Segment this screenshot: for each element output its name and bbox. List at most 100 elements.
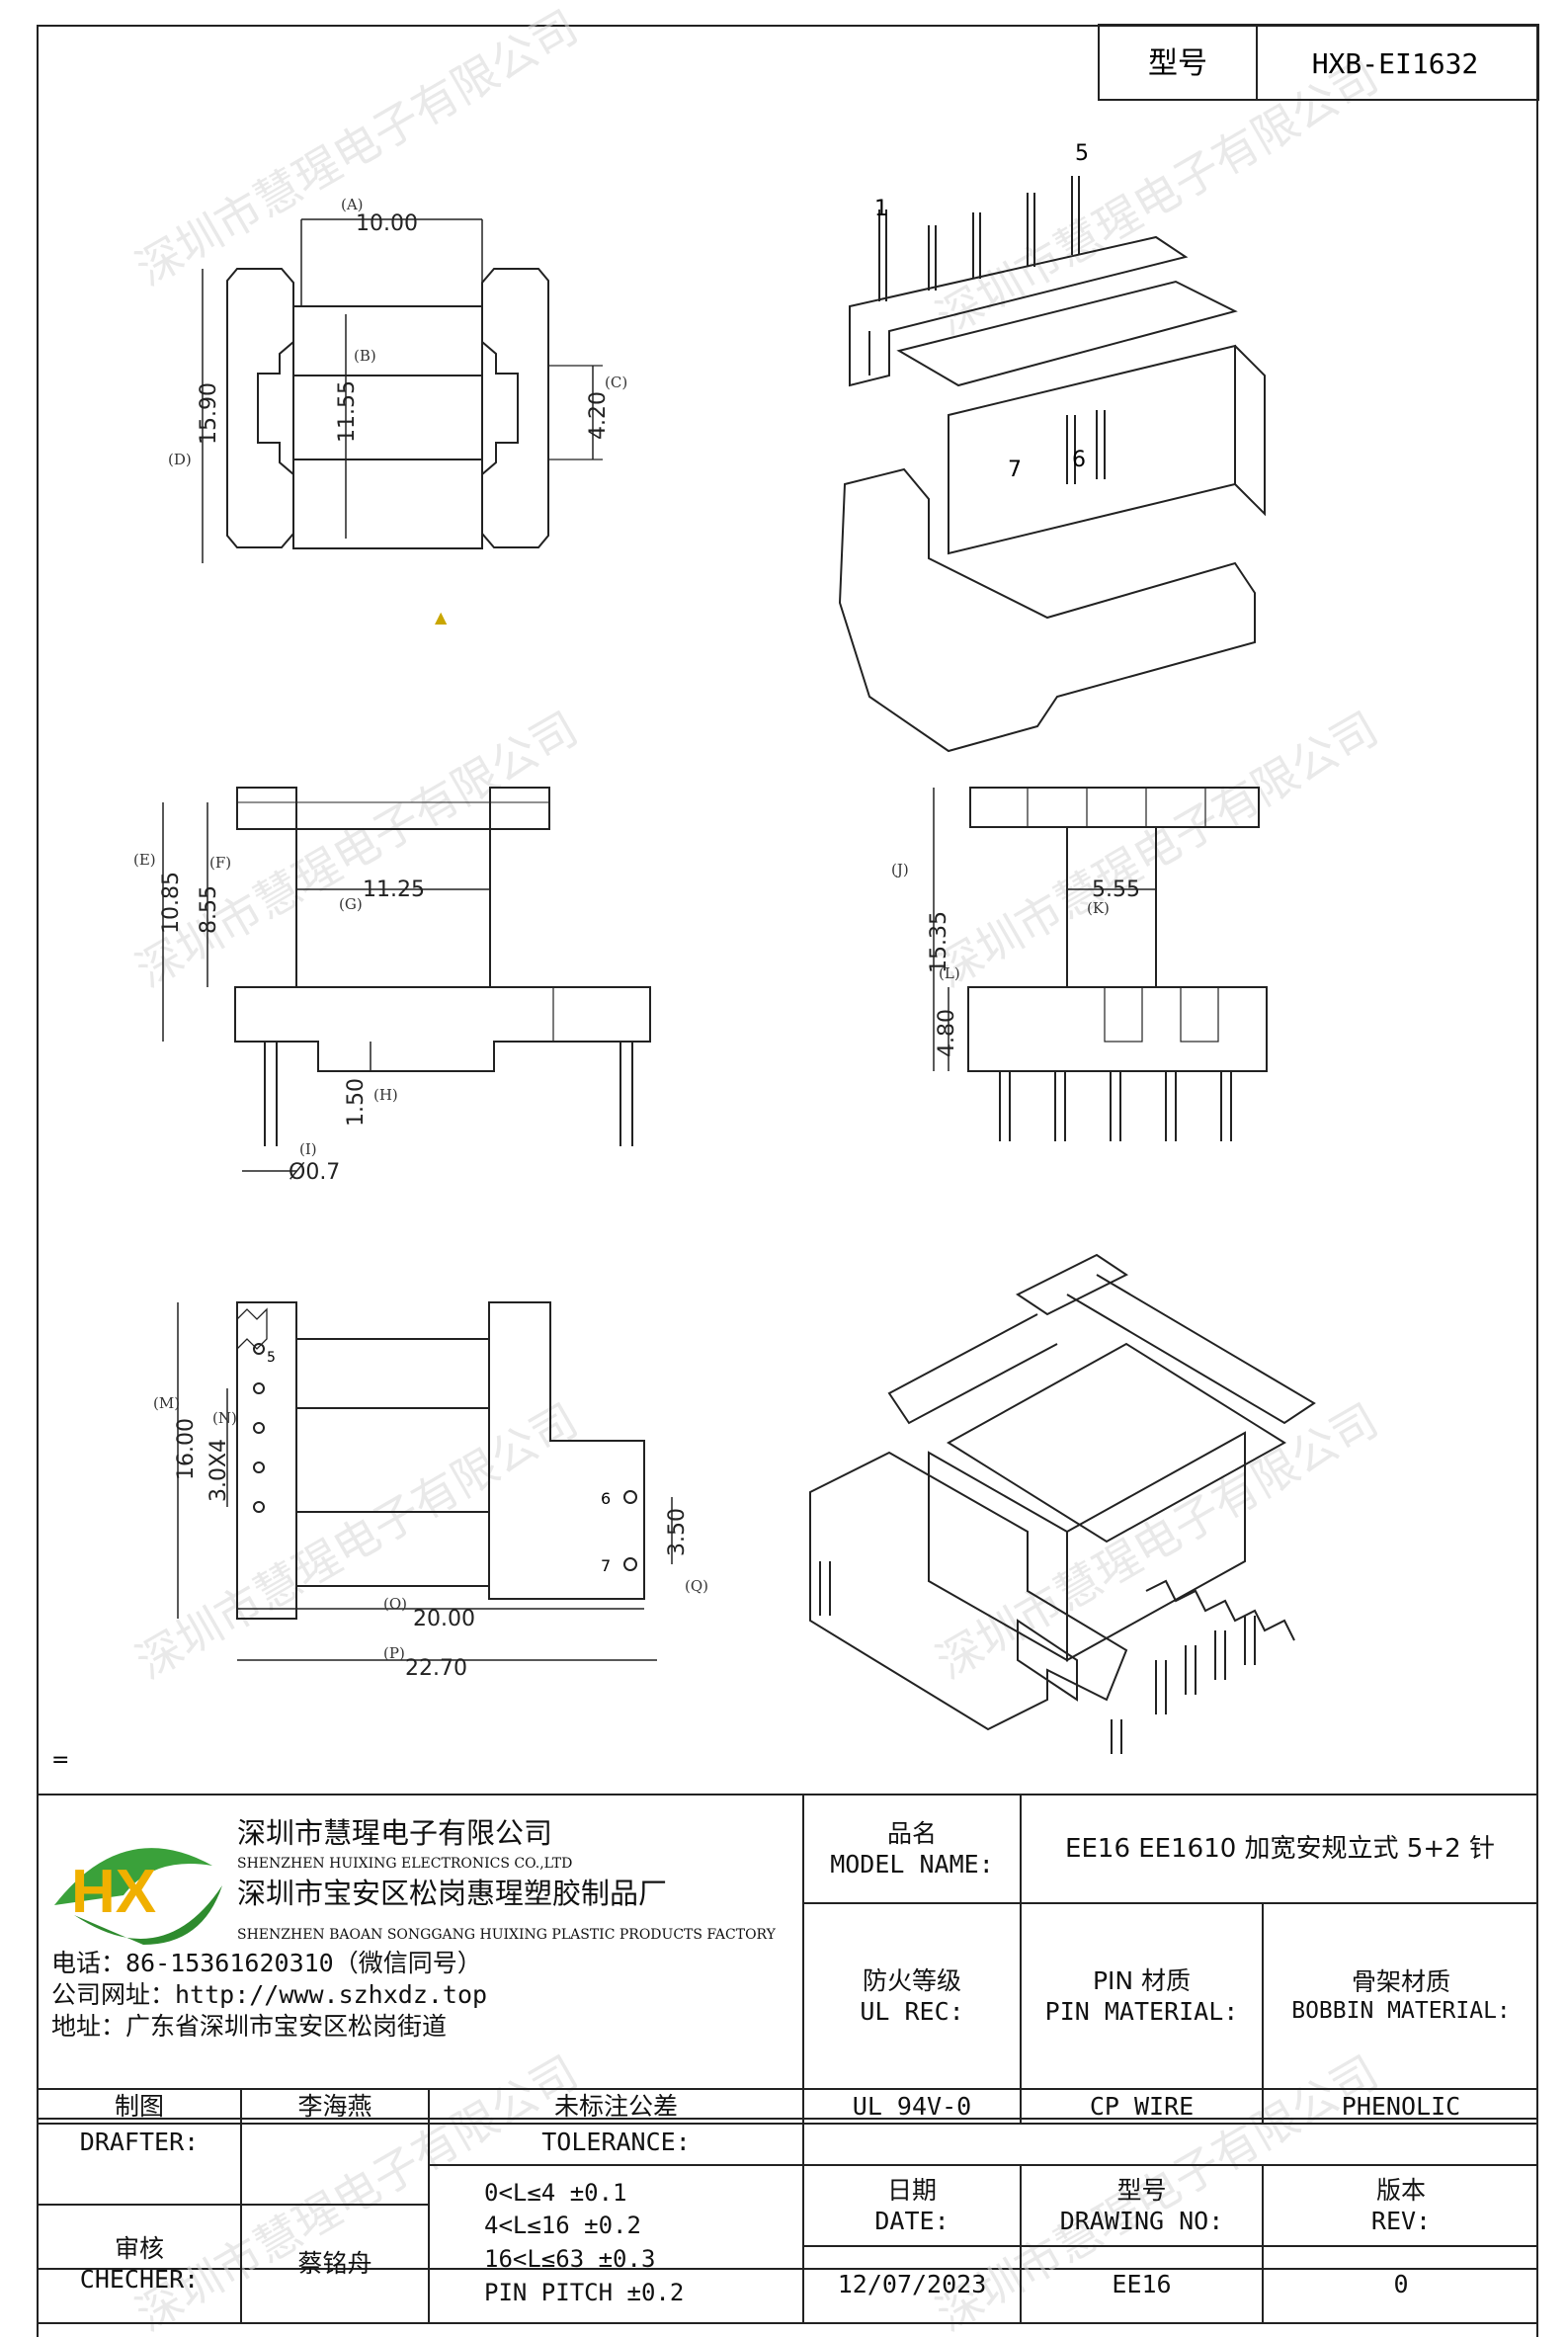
end-view-base <box>967 986 1268 1072</box>
checker-label: 审核 CHECHER: <box>39 2206 240 2322</box>
date-label: 日期 DATE: <box>804 2166 1020 2245</box>
model-box-value: HXB-EI1632 <box>1312 47 1479 80</box>
drawing-number-value: EE16 <box>1112 2270 1172 2299</box>
dim-value-f: 8.55 <box>197 885 221 934</box>
dim-value-o: 20.00 <box>413 1607 475 1631</box>
checker-label-cn: 审核 <box>114 2233 164 2263</box>
factory-name-cn: 深圳市宝安区松岗惠瑆塑胶制品厂 <box>237 1876 668 1910</box>
pin-material-label-cn: PIN 材质 <box>1092 1965 1192 1995</box>
dim-tag-i: (I) <box>299 1140 317 1158</box>
company-logo: HX <box>54 1848 222 1945</box>
dim-tag-p: (P) <box>383 1644 405 1662</box>
bottom-pin-label-7: 7 <box>601 1556 611 1575</box>
dim-value-d: 15.90 <box>197 382 221 445</box>
drafter-label-cn: 制图 <box>114 2091 164 2121</box>
ul-rating-value: UL 94V-0 <box>852 2091 972 2121</box>
dim-tag-o: (O) <box>383 1595 407 1613</box>
product-name-label-cn: 品名 <box>886 1818 937 1848</box>
dim-tag-d: (D) <box>168 451 192 468</box>
fire-rating-label-en: UL REC: <box>860 1997 964 2026</box>
dim-value-b: 11.55 <box>335 380 360 443</box>
stray-equals-mark: = <box>51 1748 69 1773</box>
product-name-value: EE16 EE1610 加宽安规立式 5+2 针 <box>1065 1833 1495 1864</box>
bottom-pin-label-5: 5 <box>267 1350 276 1366</box>
side-view-right-top-flange <box>489 787 550 830</box>
bottom-view-left-flange <box>236 1301 297 1620</box>
drawing-number-label-en: DRAWING NO: <box>1059 2207 1224 2235</box>
tolerance-row: 0<L≤4 ±0.1 <box>484 2178 627 2207</box>
isometric-top <box>838 176 1266 753</box>
bottom-pin-label-6: 6 <box>601 1489 611 1508</box>
tolerance-list: 0<L≤4 ±0.1 4<L≤16 ±0.2 16<L≤63 ±0.3 PIN … <box>484 2169 802 2317</box>
side-view-left-top-flange <box>236 787 297 830</box>
top-view-right-flange <box>481 268 549 548</box>
date-label-cn: 日期 <box>886 2175 937 2205</box>
drawing-number-label: 型号 DRAWING NO: <box>1022 2166 1262 2245</box>
dim-value-p: 22.70 <box>405 1656 467 1681</box>
dim-tag-b: (B) <box>354 347 376 365</box>
dim-value-m: 16.00 <box>174 1418 199 1480</box>
model-box: 型号 HXB-EI1632 <box>1098 24 1539 101</box>
iso-pin-label-6: 6 <box>1072 448 1086 472</box>
dim-tag-g: (G) <box>339 895 363 913</box>
watermark-text: 深圳市慧瑆电子有限公司 <box>928 702 1387 998</box>
logo-text: HX <box>71 1858 156 1926</box>
tolerance-row: 4<L≤16 ±0.2 <box>484 2212 641 2240</box>
tolerance-label-cn: 未标注公差 <box>553 2091 678 2121</box>
drawing-sheet-border <box>37 25 1538 2270</box>
isometric-bottom <box>809 1253 1316 1754</box>
product-name-label: 品名 MODEL NAME: <box>804 1795 1020 1902</box>
pin-material-label-en: PIN MATERIAL: <box>1044 1997 1239 2026</box>
date-value: 12/07/2023 <box>837 2270 987 2299</box>
drafter-name: 李海燕 <box>297 2091 372 2121</box>
dim-value-n: 3.0X4 <box>206 1439 231 1502</box>
stray-mark: ▲ <box>435 608 448 626</box>
top-view <box>202 218 603 563</box>
iso-core-window <box>896 280 1238 387</box>
dim-tag-k: (K) <box>1087 899 1110 917</box>
company-name-en: SHENZHEN HUIXING ELECTRONICS CO.,LTD <box>237 1856 573 1873</box>
tolerance-label-en: TOLERANCE: <box>541 2127 691 2156</box>
iso-pin-label-7: 7 <box>1008 458 1022 482</box>
dim-tag-a: (A) <box>341 196 364 213</box>
top-view-left-flange <box>226 268 294 548</box>
bobbin-material-label-en: BOBBIN MATERIAL: <box>1291 1998 1511 2025</box>
dim-tag-l: (L) <box>939 964 960 982</box>
watermark-text: 深圳市慧瑆电子有限公司 <box>928 1393 1387 1690</box>
bottom-view <box>177 1301 673 1661</box>
iso-bottom-window <box>947 1342 1286 1544</box>
iso-bottom-top-bar-1 <box>1016 1253 1128 1316</box>
dim-tag-n: (N) <box>212 1409 237 1427</box>
drawing-number-label-cn: 型号 <box>1116 2175 1167 2205</box>
dim-tag-q: (Q) <box>685 1577 708 1595</box>
factory-name-en: SHENZHEN BAOAN SONGGANG HUIXING PLASTIC … <box>237 1927 776 1944</box>
iso-bottom-base <box>809 1451 1128 1731</box>
dim-value-a: 10.00 <box>356 211 418 236</box>
dim-value-q: 3.50 <box>665 1508 690 1556</box>
dim-value-j: 15.35 <box>927 911 951 973</box>
end-view <box>933 787 1268 1141</box>
tolerance-row: 16<L≤63 ±0.3 <box>484 2245 656 2273</box>
iso-pin-label-5: 5 <box>1075 141 1089 166</box>
dim-tag-c: (C) <box>605 374 627 391</box>
iso-pin-label-1: 1 <box>874 197 888 221</box>
dim-value-c: 4.20 <box>586 391 611 440</box>
fire-rating-label-cn: 防火等级 <box>862 1965 961 1995</box>
dim-tag-j: (J) <box>891 861 909 878</box>
drafter-label-en: DRAFTER: <box>79 2127 200 2156</box>
company-phone: 电话：86-15361620310（微信同号） <box>51 1949 482 1978</box>
revision-label-cn: 版本 <box>1375 2175 1426 2205</box>
tolerance-row: PIN PITCH ±0.2 <box>484 2278 685 2306</box>
company-website: 公司网址：http://www.szhxdz.top <box>51 1980 488 2010</box>
revision-label-en: REV: <box>1370 2207 1432 2235</box>
revision-value: 0 <box>1393 2270 1409 2299</box>
dim-tag-m: (M) <box>153 1394 180 1412</box>
dim-tag-e: (E) <box>133 851 156 869</box>
dim-value-i: Ø0.7 <box>289 1160 340 1185</box>
iso-base <box>838 467 1256 753</box>
top-view-core <box>292 305 483 549</box>
dim-value-g: 11.25 <box>363 877 425 902</box>
pin-material-value: CP WIRE <box>1089 2091 1195 2121</box>
date-label-en: DATE: <box>874 2207 949 2235</box>
